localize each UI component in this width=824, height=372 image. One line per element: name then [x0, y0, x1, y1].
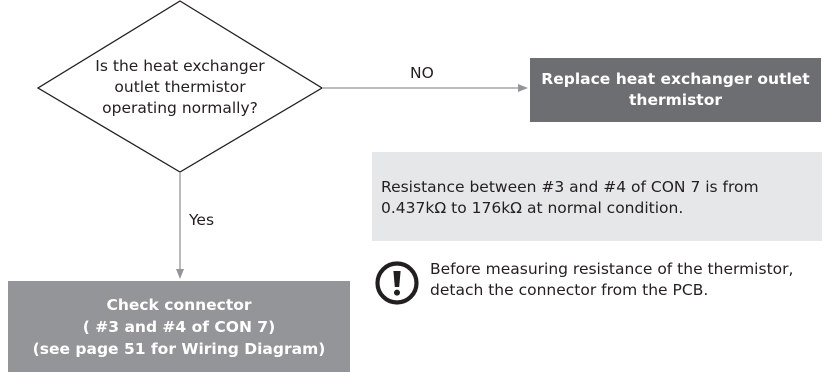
check-line-3: (see page 51 for Wiring Diagram)	[32, 339, 326, 358]
no-arrow-head	[518, 84, 528, 92]
decision-line-1: Is the heat exchanger	[95, 57, 265, 75]
replace-line-1: Replace heat exchanger outlet	[541, 70, 810, 88]
check-line-2: ( #3 and #4 of CON 7)	[82, 317, 276, 336]
warning-line-2: detach the connector from the PCB.	[430, 281, 709, 299]
check-connector-box: Check connector ( #3 and #4 of CON 7) (s…	[8, 281, 350, 372]
resistance-line-1: Resistance between #3 and #4 of CON 7 is…	[381, 178, 759, 196]
resistance-line-2: 0.437kΩ to 176kΩ at normal condition.	[381, 199, 684, 217]
resistance-note: Resistance between #3 and #4 of CON 7 is…	[372, 152, 822, 241]
replace-line-2: thermistor	[629, 91, 722, 109]
decision-line-3: operating normally?	[102, 99, 258, 117]
replace-thermistor-box: Replace heat exchanger outlet thermistor	[530, 58, 821, 122]
warning-line-1: Before measuring resistance of the therm…	[430, 260, 794, 278]
decision-question: Is the heat exchanger outlet thermistor …	[40, 56, 320, 119]
decision-line-2: outlet thermistor	[114, 78, 246, 96]
yes-arrow-head	[176, 269, 184, 279]
exclamation-circle-icon	[375, 261, 419, 305]
yes-label: Yes	[189, 211, 215, 229]
no-label: NO	[410, 64, 434, 82]
warning-text: Before measuring resistance of the therm…	[430, 259, 793, 301]
check-line-1: Check connector	[106, 295, 252, 314]
